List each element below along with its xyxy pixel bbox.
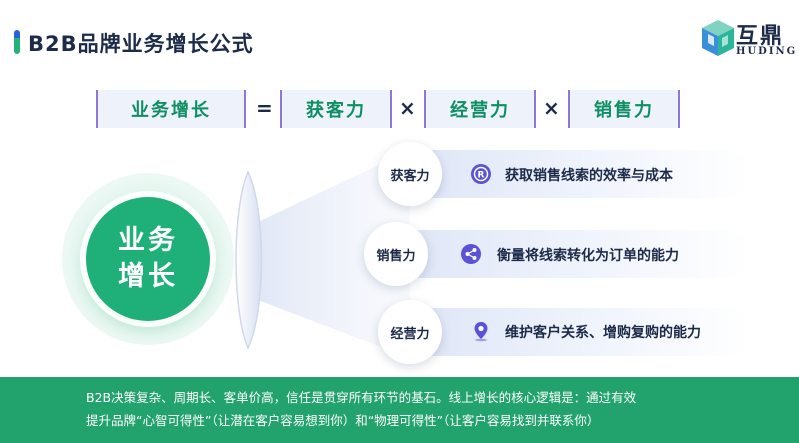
node-acquisition: 获客力 [378, 142, 442, 206]
logo-text: 互鼎 [736, 24, 785, 49]
footer-summary: B2B决策复杂、周期长、客单价高，信任是贯穿所有环节的基石。线上增长的核心逻辑是… [0, 377, 799, 443]
node-sales: 销售力 [364, 222, 428, 286]
location-pin-icon [474, 322, 488, 342]
svg-text:R: R [478, 171, 485, 181]
branch-band-operation [410, 308, 750, 356]
node-operation: 经营力 [378, 300, 442, 364]
branch-text-acquisition: 获取销售线索的效率与成本 [505, 168, 673, 184]
share-icon [461, 244, 481, 264]
formula-term-operation: 经营力 [424, 90, 536, 128]
cube-logo-icon [702, 20, 734, 56]
formula-term-acquisition: 获客力 [280, 90, 392, 128]
branch-band-acquisition [410, 150, 750, 198]
logo-subtext: HUDING [736, 46, 798, 57]
title-accent-bar [14, 30, 20, 54]
growth-formula: 业务增长 = 获客力 × 经营力 × 销售力 [96, 90, 680, 128]
page-title: B2B品牌业务增长公式 [28, 32, 254, 56]
formula-term-growth: 业务增长 [96, 90, 246, 128]
footer-line-1: B2B决策复杂、周期长、客单价高，信任是贯穿所有环节的基石。线上增长的核心逻辑是… [86, 390, 637, 405]
center-circle-growth: 业务 增长 [86, 197, 210, 321]
brand-logo: 互鼎 HUDING [700, 14, 795, 70]
equals-operator: = [256, 96, 273, 120]
branch-band-sales [396, 230, 750, 278]
multiply-operator: × [543, 96, 560, 120]
funnel-cone-graphic [235, 150, 410, 358]
branch-text-operation: 维护客户关系、增购复购的能力 [505, 325, 701, 341]
branch-text-sales: 衡量将线索转化为订单的能力 [497, 248, 679, 264]
registered-icon: R [471, 164, 491, 184]
footer-line-2: 提升品牌“心智可得性”（让潜在客户容易想到你）和“物理可得性”（让客户容易找到并… [86, 413, 600, 428]
formula-term-sales: 销售力 [568, 90, 680, 128]
multiply-operator: × [399, 96, 416, 120]
